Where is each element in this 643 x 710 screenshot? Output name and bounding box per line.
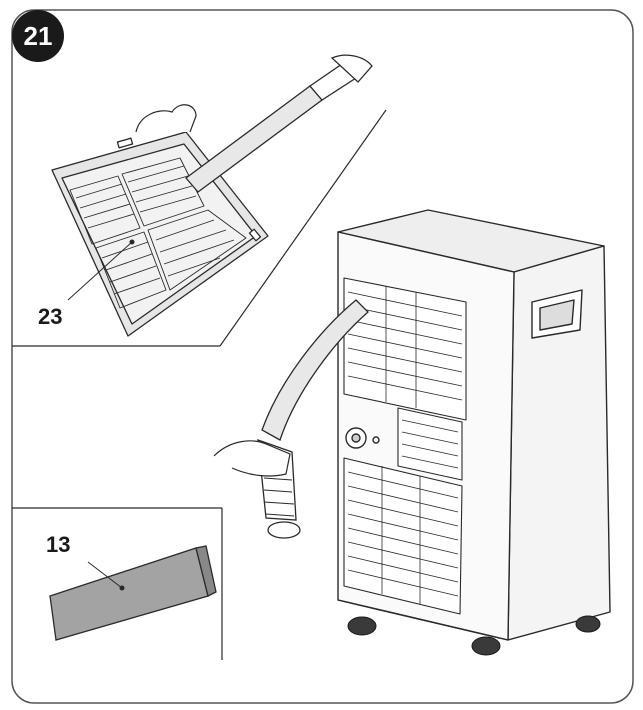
callout-23: 23 bbox=[38, 239, 135, 329]
carbon-filter-illustration bbox=[49, 545, 217, 641]
filter-inset-divider bbox=[12, 109, 387, 347]
step-badge-circle bbox=[12, 10, 64, 62]
callout-13-dot bbox=[119, 585, 125, 591]
step-number: 21 bbox=[24, 21, 53, 51]
callout-13-label: 13 bbox=[46, 532, 70, 557]
callout-23-label: 23 bbox=[38, 304, 62, 329]
callout-23-dot bbox=[129, 239, 135, 245]
unit-wheels bbox=[347, 615, 601, 656]
air-conditioner-unit bbox=[337, 209, 611, 641]
vacuum-nozzle-top bbox=[185, 54, 373, 193]
callout-23-leader bbox=[67, 241, 133, 301]
carbon-filter-inset-divider bbox=[12, 507, 223, 660]
callout-13: 13 bbox=[46, 532, 125, 591]
step-badge: 21 bbox=[12, 10, 64, 62]
hand-holding-hose bbox=[213, 440, 291, 477]
callout-13-leader bbox=[87, 561, 123, 589]
dust-filter-illustration bbox=[51, 131, 269, 337]
hand-holding-filter bbox=[135, 104, 197, 133]
